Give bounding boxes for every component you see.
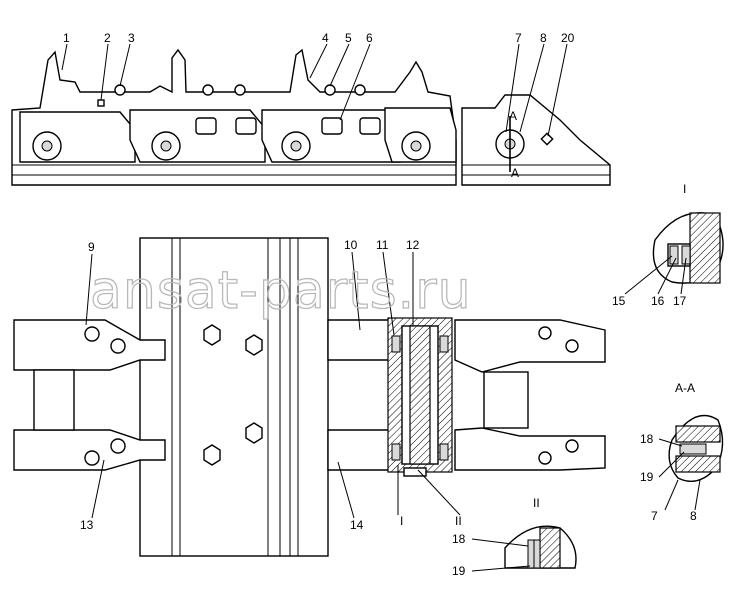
callout-8-top: 8 — [540, 31, 547, 45]
track-plan-view — [13, 237, 606, 557]
detail-view-1 — [652, 212, 724, 284]
callout-16: 16 — [651, 294, 665, 308]
pin-group-top — [32, 131, 431, 161]
callout-12: 12 — [406, 238, 420, 252]
callout-17: 17 — [673, 294, 687, 308]
callout-19-aa: 19 — [640, 470, 654, 484]
cut-marker-a-top: A — [509, 109, 517, 123]
callout-4: 4 — [322, 31, 329, 45]
section-view-aa — [668, 414, 724, 482]
callout-18-ii: 18 — [452, 532, 466, 546]
callout-14: 14 — [350, 518, 364, 532]
callout-labels: 1 2 3 4 5 6 7 8 20 9 10 11 12 13 14 15 1… — [63, 31, 697, 578]
marker-detail-1: I — [400, 514, 403, 528]
callout-10: 10 — [344, 238, 358, 252]
section-labels: I II A-A A A I II — [400, 109, 695, 528]
callout-20: 20 — [561, 31, 575, 45]
callout-15: 15 — [612, 294, 626, 308]
marker-detail-2: II — [455, 514, 462, 528]
section-aa-title: A-A — [675, 381, 695, 395]
callout-1: 1 — [63, 31, 70, 45]
cut-marker-a-bottom: A — [511, 166, 519, 180]
callout-3: 3 — [128, 31, 135, 45]
callout-6: 6 — [366, 31, 373, 45]
callout-18-aa: 18 — [640, 432, 654, 446]
callout-2: 2 — [104, 31, 111, 45]
pin-bushing-section — [387, 317, 453, 477]
callout-19-ii: 19 — [452, 564, 466, 578]
callout-11: 11 — [376, 238, 389, 252]
shoe-bolt-heads — [203, 324, 263, 466]
detail-1-title: I — [683, 182, 686, 196]
track-chain-side-view — [11, 48, 611, 186]
watermark-text: ansat-parts.ru — [90, 261, 472, 321]
callout-8-aa: 8 — [690, 509, 697, 523]
leader-lines — [61, 43, 701, 572]
callout-13: 13 — [80, 518, 94, 532]
callout-9: 9 — [88, 240, 95, 254]
callout-7-aa: 7 — [651, 509, 658, 523]
detail-view-2 — [504, 525, 577, 569]
detail-2-title: II — [533, 496, 540, 510]
callout-7-top: 7 — [515, 31, 522, 45]
callout-5: 5 — [345, 31, 352, 45]
